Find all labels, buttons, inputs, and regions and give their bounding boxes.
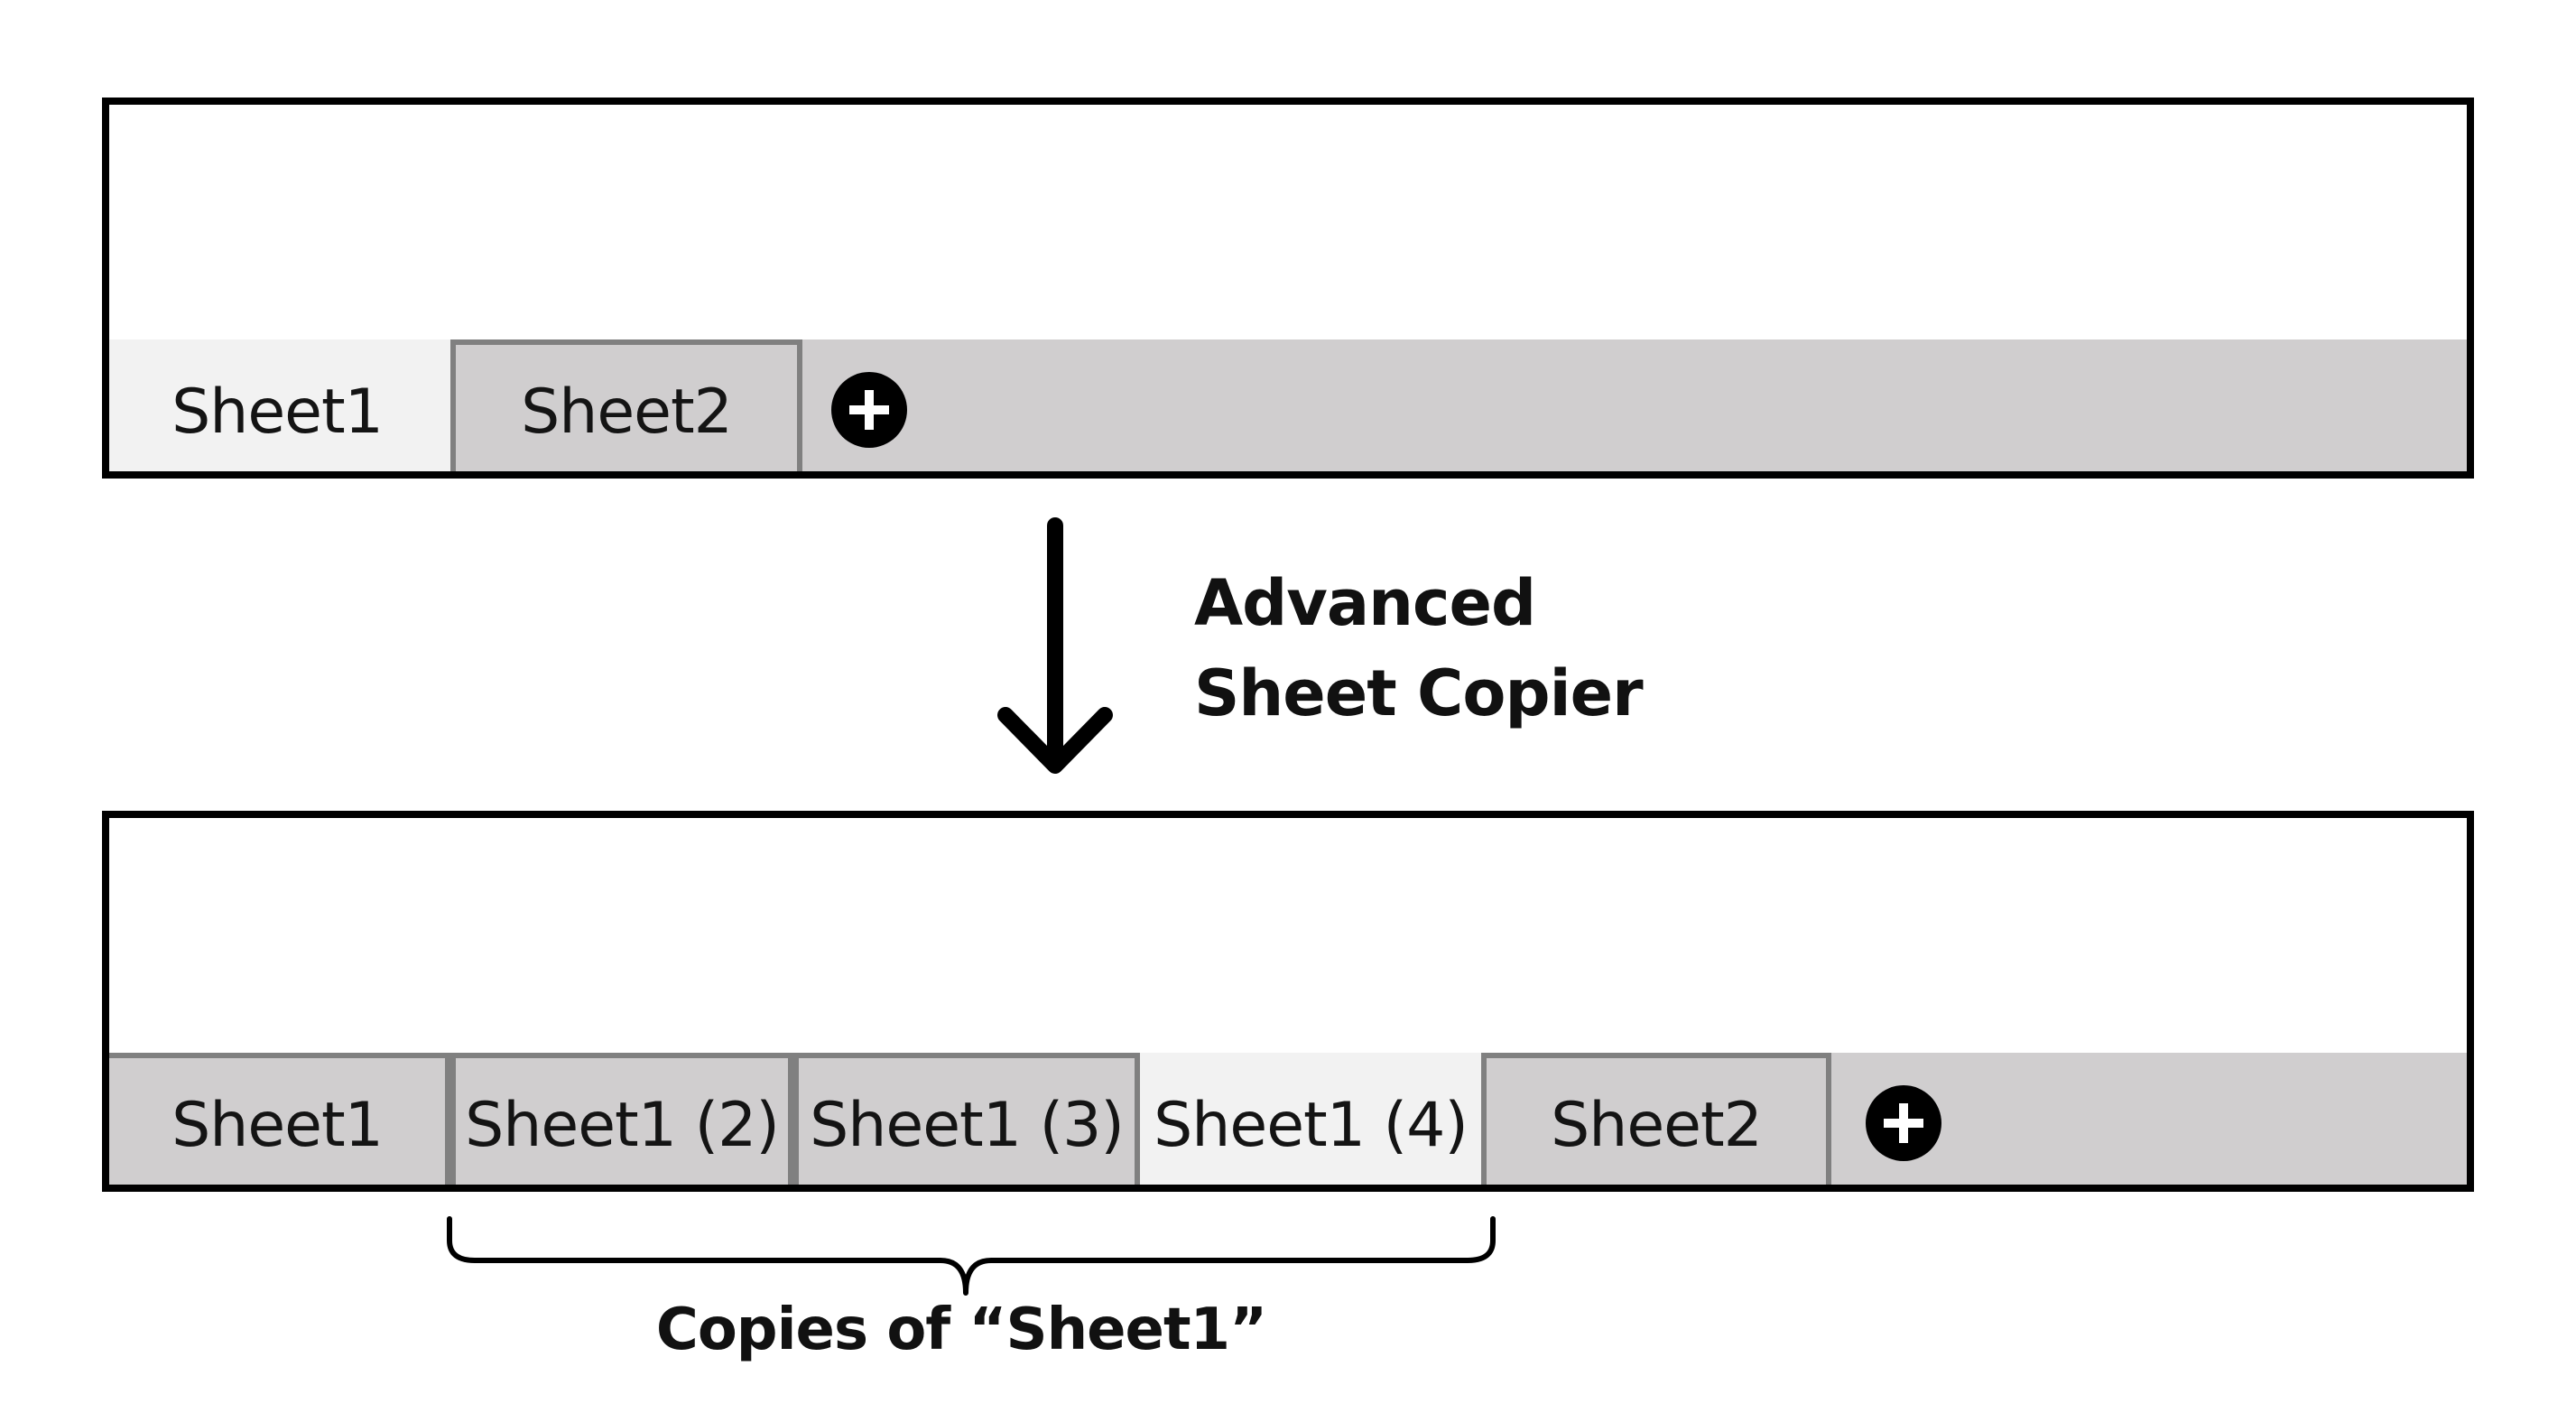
curly-brace-icon: [447, 1216, 1496, 1296]
copies-label: Copies of “Sheet1”: [655, 1297, 1267, 1363]
after-sheet-tab-bar: Sheet1 Sheet1 (2) Sheet1 (3) Sheet1 (4) …: [109, 1053, 2467, 1185]
after-tab-sheet2[interactable]: Sheet2: [1481, 1053, 1831, 1185]
caption-line-1: Advanced: [1194, 566, 1536, 640]
after-tab-sheet1-4[interactable]: Sheet1 (4): [1140, 1053, 1481, 1185]
arrow-down-icon: [997, 517, 1113, 774]
before-spreadsheet-window: Sheet1 Sheet2: [102, 98, 2474, 479]
after-tab-sheet1-3[interactable]: Sheet1 (3): [793, 1053, 1140, 1185]
caption-line-2: Sheet Copier: [1194, 656, 1644, 730]
before-tab-sheet2[interactable]: Sheet2: [450, 339, 802, 471]
after-tab-sheet1[interactable]: Sheet1: [109, 1053, 450, 1185]
before-tab-sheet1[interactable]: Sheet1: [109, 339, 450, 471]
add-sheet-plus-icon[interactable]: [831, 372, 907, 448]
after-tab-sheet1-2[interactable]: Sheet1 (2): [450, 1053, 793, 1185]
process-caption: Advanced Sheet Copier: [1194, 558, 1644, 739]
after-spreadsheet-window: Sheet1 Sheet1 (2) Sheet1 (3) Sheet1 (4) …: [102, 811, 2474, 1192]
add-sheet-plus-icon[interactable]: [1866, 1085, 1941, 1161]
before-sheet-tab-bar: Sheet1 Sheet2: [109, 339, 2467, 471]
